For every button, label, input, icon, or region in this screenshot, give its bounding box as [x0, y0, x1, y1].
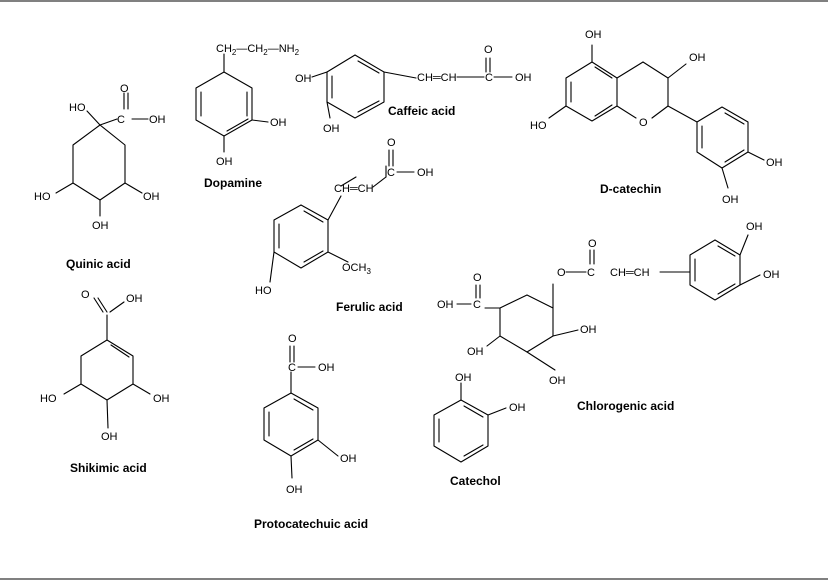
protocatechuic-acid-name: Protocatechuic acid: [254, 517, 368, 531]
dopamine-oh-label: OH: [270, 117, 287, 129]
shikimic-acid-name: Shikimic acid: [70, 461, 147, 475]
chlorogenic-o2-label: O: [557, 267, 566, 279]
catechin-oh2-label: OH: [689, 52, 706, 64]
chlorogenic-oh3-label: OH: [580, 324, 597, 336]
chlorogenic-acid-structure: O C OH OH O C O CH═CH OH OH OH OH Chloro…: [437, 221, 780, 413]
quinic-oh3-label: OH: [92, 220, 109, 232]
chlorogenic-oh5-label: OH: [746, 221, 763, 233]
ferulic-o-label: O: [387, 137, 396, 149]
ferulic-acid-structure: CH═CH O C OH HO OCH3 Ferulic acid: [255, 137, 434, 314]
ferulic-och3-label: OCH3: [342, 262, 371, 276]
quinic-o-label: O: [120, 83, 129, 95]
shikimic-ho-label: HO: [40, 393, 57, 405]
dopamine-name: Dopamine: [204, 176, 262, 190]
caffeic-acid-structure: OH OH CH═CH O C OH Caffeic acid: [295, 44, 532, 135]
protocatechuic-o-label: O: [288, 333, 297, 345]
shikimic-oh3-label: OH: [101, 431, 118, 443]
catechol-structure: OH OH Catechol: [434, 372, 526, 488]
protocatechuic-acid-structure: O C OH OH OH Protocatechuic acid: [254, 333, 368, 531]
chlorogenic-oh6-label: OH: [763, 269, 780, 281]
catechin-o-label: O: [639, 117, 648, 129]
chlorogenic-c2-label: C: [587, 267, 595, 279]
caffeic-o-label: O: [484, 44, 493, 56]
quinic-oh-label: OH: [149, 114, 166, 126]
caffeic-acid-name: Caffeic acid: [388, 104, 455, 118]
chlorogenic-c1-label: C: [473, 299, 481, 311]
quinic-acid-structure: HO O C OH HO OH OH Quinic acid: [34, 83, 166, 271]
catechol-name: Catechol: [450, 474, 501, 488]
catechol-oh2-label: OH: [509, 402, 526, 414]
caffeic-c-label: C: [485, 72, 493, 84]
chlorogenic-o1-label: O: [473, 272, 482, 284]
catechin-oh3-label: OH: [766, 157, 783, 169]
dopamine-structure: CH2—CH2—NH2 OH OH Dopamine: [196, 43, 300, 190]
dopamine-chain-label: CH2—CH2—NH2: [216, 43, 300, 57]
protocatechuic-oh-label: OH: [318, 362, 335, 374]
caffeic-chain-label: CH═CH: [417, 72, 457, 84]
chlorogenic-oh4-label: OH: [549, 375, 566, 387]
catechin-structure: OH HO O OH OH OH D-catechin: [530, 29, 783, 206]
catechin-name: D-catechin: [600, 182, 661, 196]
ferulic-ho-label: HO: [255, 285, 272, 297]
catechin-oh4-label: OH: [722, 194, 739, 206]
protocatechuic-c-label: C: [288, 362, 296, 374]
caffeic-oh3-label: OH: [515, 72, 532, 84]
chlorogenic-o3-label: O: [588, 238, 597, 250]
quinic-oh2-label: OH: [143, 191, 160, 203]
catechin-ho-label: HO: [530, 120, 547, 132]
shikimic-oh2-label: OH: [153, 393, 170, 405]
chlorogenic-chain-label: CH═CH: [610, 267, 650, 279]
chlorogenic-oh1-label: OH: [437, 299, 454, 311]
protocatechuic-oh3-label: OH: [286, 484, 303, 496]
chlorogenic-acid-name: Chlorogenic acid: [577, 399, 674, 413]
ferulic-acid-name: Ferulic acid: [336, 300, 403, 314]
quinic-acid-name: Quinic acid: [66, 257, 131, 271]
caffeic-oh2-label: OH: [323, 123, 340, 135]
catechol-oh-label: OH: [455, 372, 472, 384]
ferulic-oh-label: OH: [417, 167, 434, 179]
shikimic-oh-label: OH: [126, 293, 143, 305]
quinic-ho-label: HO: [69, 102, 86, 114]
catechin-oh-label: OH: [585, 29, 602, 41]
shikimic-o-label: O: [81, 289, 90, 301]
shikimic-acid-structure: O OH HO OH OH Shikimic acid: [40, 289, 170, 475]
caffeic-oh-label: OH: [295, 73, 312, 85]
quinic-c-label: C: [117, 114, 125, 126]
quinic-ho2-label: HO: [34, 191, 51, 203]
ferulic-c-label: C: [387, 167, 395, 179]
dopamine-oh2-label: OH: [216, 156, 233, 168]
protocatechuic-oh2-label: OH: [340, 453, 357, 465]
chlorogenic-oh2-label: OH: [467, 346, 484, 358]
ferulic-chain-label: CH═CH: [334, 183, 374, 195]
